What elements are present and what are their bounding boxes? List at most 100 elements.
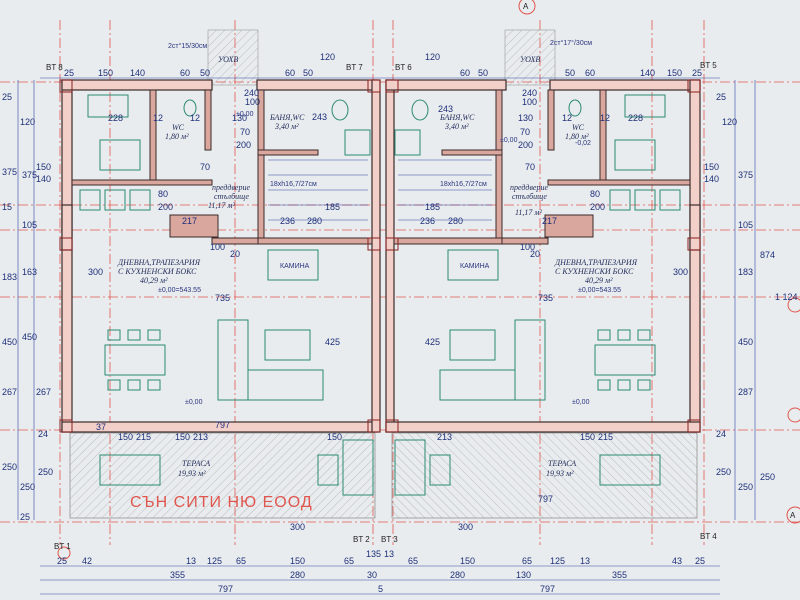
dimension-label: 163 <box>22 267 37 277</box>
level-mark-c: ±0,00 <box>185 399 203 406</box>
dimension-label: 50 <box>478 68 488 78</box>
dimension-label: 200 <box>590 202 605 212</box>
dimension-label: 60 <box>460 68 470 78</box>
dimension-label: 13 <box>384 549 394 559</box>
dimension-label: 60 <box>285 68 295 78</box>
dimension-label: 243 <box>438 104 453 114</box>
dimension-label: 267 <box>36 387 51 397</box>
dimension-label: 1 124 <box>775 292 798 302</box>
dimension-label: 185 <box>325 202 340 212</box>
dimension-label: 213 <box>437 432 452 442</box>
dimension-label: 130 <box>518 113 533 123</box>
dimension-label: 125 <box>550 556 565 566</box>
dimension-label: 217 <box>542 216 557 226</box>
right-living-name: ДНЕВНА,ТРАПЕЗАРИЯ <box>554 258 638 267</box>
dimension-label: 20 <box>530 249 540 259</box>
axis-label-a-top: А <box>523 2 529 11</box>
dimension-label: 100 <box>210 242 225 252</box>
dimension-label: 250 <box>38 467 53 477</box>
company-stamp: СЪН СИТИ НЮ ЕООД <box>130 494 313 511</box>
dimension-label: 150 <box>704 162 719 172</box>
dimension-label: 450 <box>22 332 37 342</box>
dimension-label: 200 <box>158 202 173 212</box>
dimension-label: 5 <box>378 584 383 594</box>
dimension-label: 874 <box>760 250 775 260</box>
dimension-label: 300 <box>458 522 473 532</box>
dimension-label: 140 <box>36 174 51 184</box>
dimension-label: 425 <box>425 337 440 347</box>
dimension-label: 140 <box>130 68 145 78</box>
right-hall-name2: стълбище <box>512 192 547 201</box>
dimension-label: 280 <box>307 216 322 226</box>
left-living-name2: С КУХНЕНСКИ БОКС <box>118 267 197 276</box>
dimension-label: 200 <box>236 140 251 150</box>
left-stairs-label: 18хh16,7/27см <box>270 181 317 188</box>
dimension-label: 13 <box>366 549 376 559</box>
dimension-label: 5 <box>376 549 381 559</box>
left-wc-name: WC <box>172 123 185 132</box>
dimension-label: 236 <box>420 216 435 226</box>
furniture: КАМИНА КАМИНА <box>79 94 681 496</box>
dimension-label: 120 <box>425 52 440 62</box>
dimension-label: 228 <box>628 113 643 123</box>
dimension-label: 217 <box>182 216 197 226</box>
left-hall-area: 11,17 м² <box>208 201 236 210</box>
terraces: ТЕРАСА 19,93 м² ТЕРАСА 19,93 м² <box>69 432 698 519</box>
dimension-label: 375 <box>22 170 37 180</box>
dimension-label: 250 <box>738 482 753 492</box>
dimension-label: 797 <box>538 494 553 504</box>
dimension-label: 250 <box>716 467 731 477</box>
dimension-label: 25 <box>57 556 67 566</box>
dimension-label: 70 <box>240 127 250 137</box>
dimension-label: 280 <box>290 570 305 580</box>
walls <box>61 79 701 433</box>
dims-top: 25 150 140 60 50 100 240 60 50 120 120 6… <box>40 52 720 107</box>
axis-markers: BT 1 BT 8 BT 7 BT 6 BT 5 BT 4 BT 3 BT 2 … <box>46 0 800 560</box>
dimension-label: 150 <box>175 432 190 442</box>
dimension-label: 130 <box>232 113 247 123</box>
axis-label-bt5: BT 5 <box>700 61 717 70</box>
dimension-label: 65 <box>408 556 418 566</box>
dimension-label: 25 <box>692 68 702 78</box>
dimension-label: 125 <box>207 556 222 566</box>
dimension-label: 228 <box>108 113 123 123</box>
dimension-label: 60 <box>585 68 595 78</box>
dimension-label: 425 <box>325 337 340 347</box>
dimension-label: 42 <box>82 556 92 566</box>
left-living-area: 40,29 м² <box>140 276 168 285</box>
right-fireplace-label: КАМИНА <box>460 263 490 270</box>
dimension-label: 12 <box>600 113 610 123</box>
dimension-label: 80 <box>590 189 600 199</box>
dimension-label: 130 <box>516 570 531 580</box>
right-terrace-name: ТЕРАСА <box>548 459 576 468</box>
axis-label-bt3: BT 3 <box>381 535 398 544</box>
left-fireplace-label: КАМИНА <box>280 263 310 270</box>
right-wc-name: WC <box>572 123 585 132</box>
axis-label-bt4: BT 4 <box>700 532 717 541</box>
dims-inner: 228 228 12 12 12 12 243 243 130 130 70 7… <box>88 104 688 504</box>
right-bath-name: БАНЯ,WC <box>439 113 475 122</box>
dimension-label: 50 <box>303 68 313 78</box>
dimension-label: 25 <box>20 512 30 522</box>
dimension-label: 50 <box>565 68 575 78</box>
left-hall-name: преддверие <box>212 183 250 192</box>
dimension-label: 150 <box>98 68 113 78</box>
dims-left: 25 120 375 150 140 105 163 450 267 24 25… <box>2 80 53 522</box>
top-note-right: 2ст°17°/30см <box>550 39 592 47</box>
left-living-name: ДНЕВНА,ТРАПЕЗАРИЯ <box>117 258 201 267</box>
dimension-label: 375 <box>738 170 753 180</box>
dimension-label: 236 <box>280 216 295 226</box>
dimension-label: 150 <box>667 68 682 78</box>
dimension-label: 15 <box>2 202 12 212</box>
dimension-label: 450 <box>738 337 753 347</box>
dimension-label: 65 <box>522 556 532 566</box>
axis-label-a-bottom: А <box>790 511 796 520</box>
dimension-label: 355 <box>170 570 185 580</box>
dimension-label: 100 <box>522 97 537 107</box>
axis-label-bt2: BT 2 <box>353 535 370 544</box>
dimension-label: 20 <box>230 249 240 259</box>
right-terrace-area: 19,93 м² <box>546 469 574 478</box>
right-stairs-label: 18хh16,7/27см <box>440 181 487 188</box>
dimension-label: 240 <box>522 88 537 98</box>
dimension-label: 70 <box>520 127 530 137</box>
